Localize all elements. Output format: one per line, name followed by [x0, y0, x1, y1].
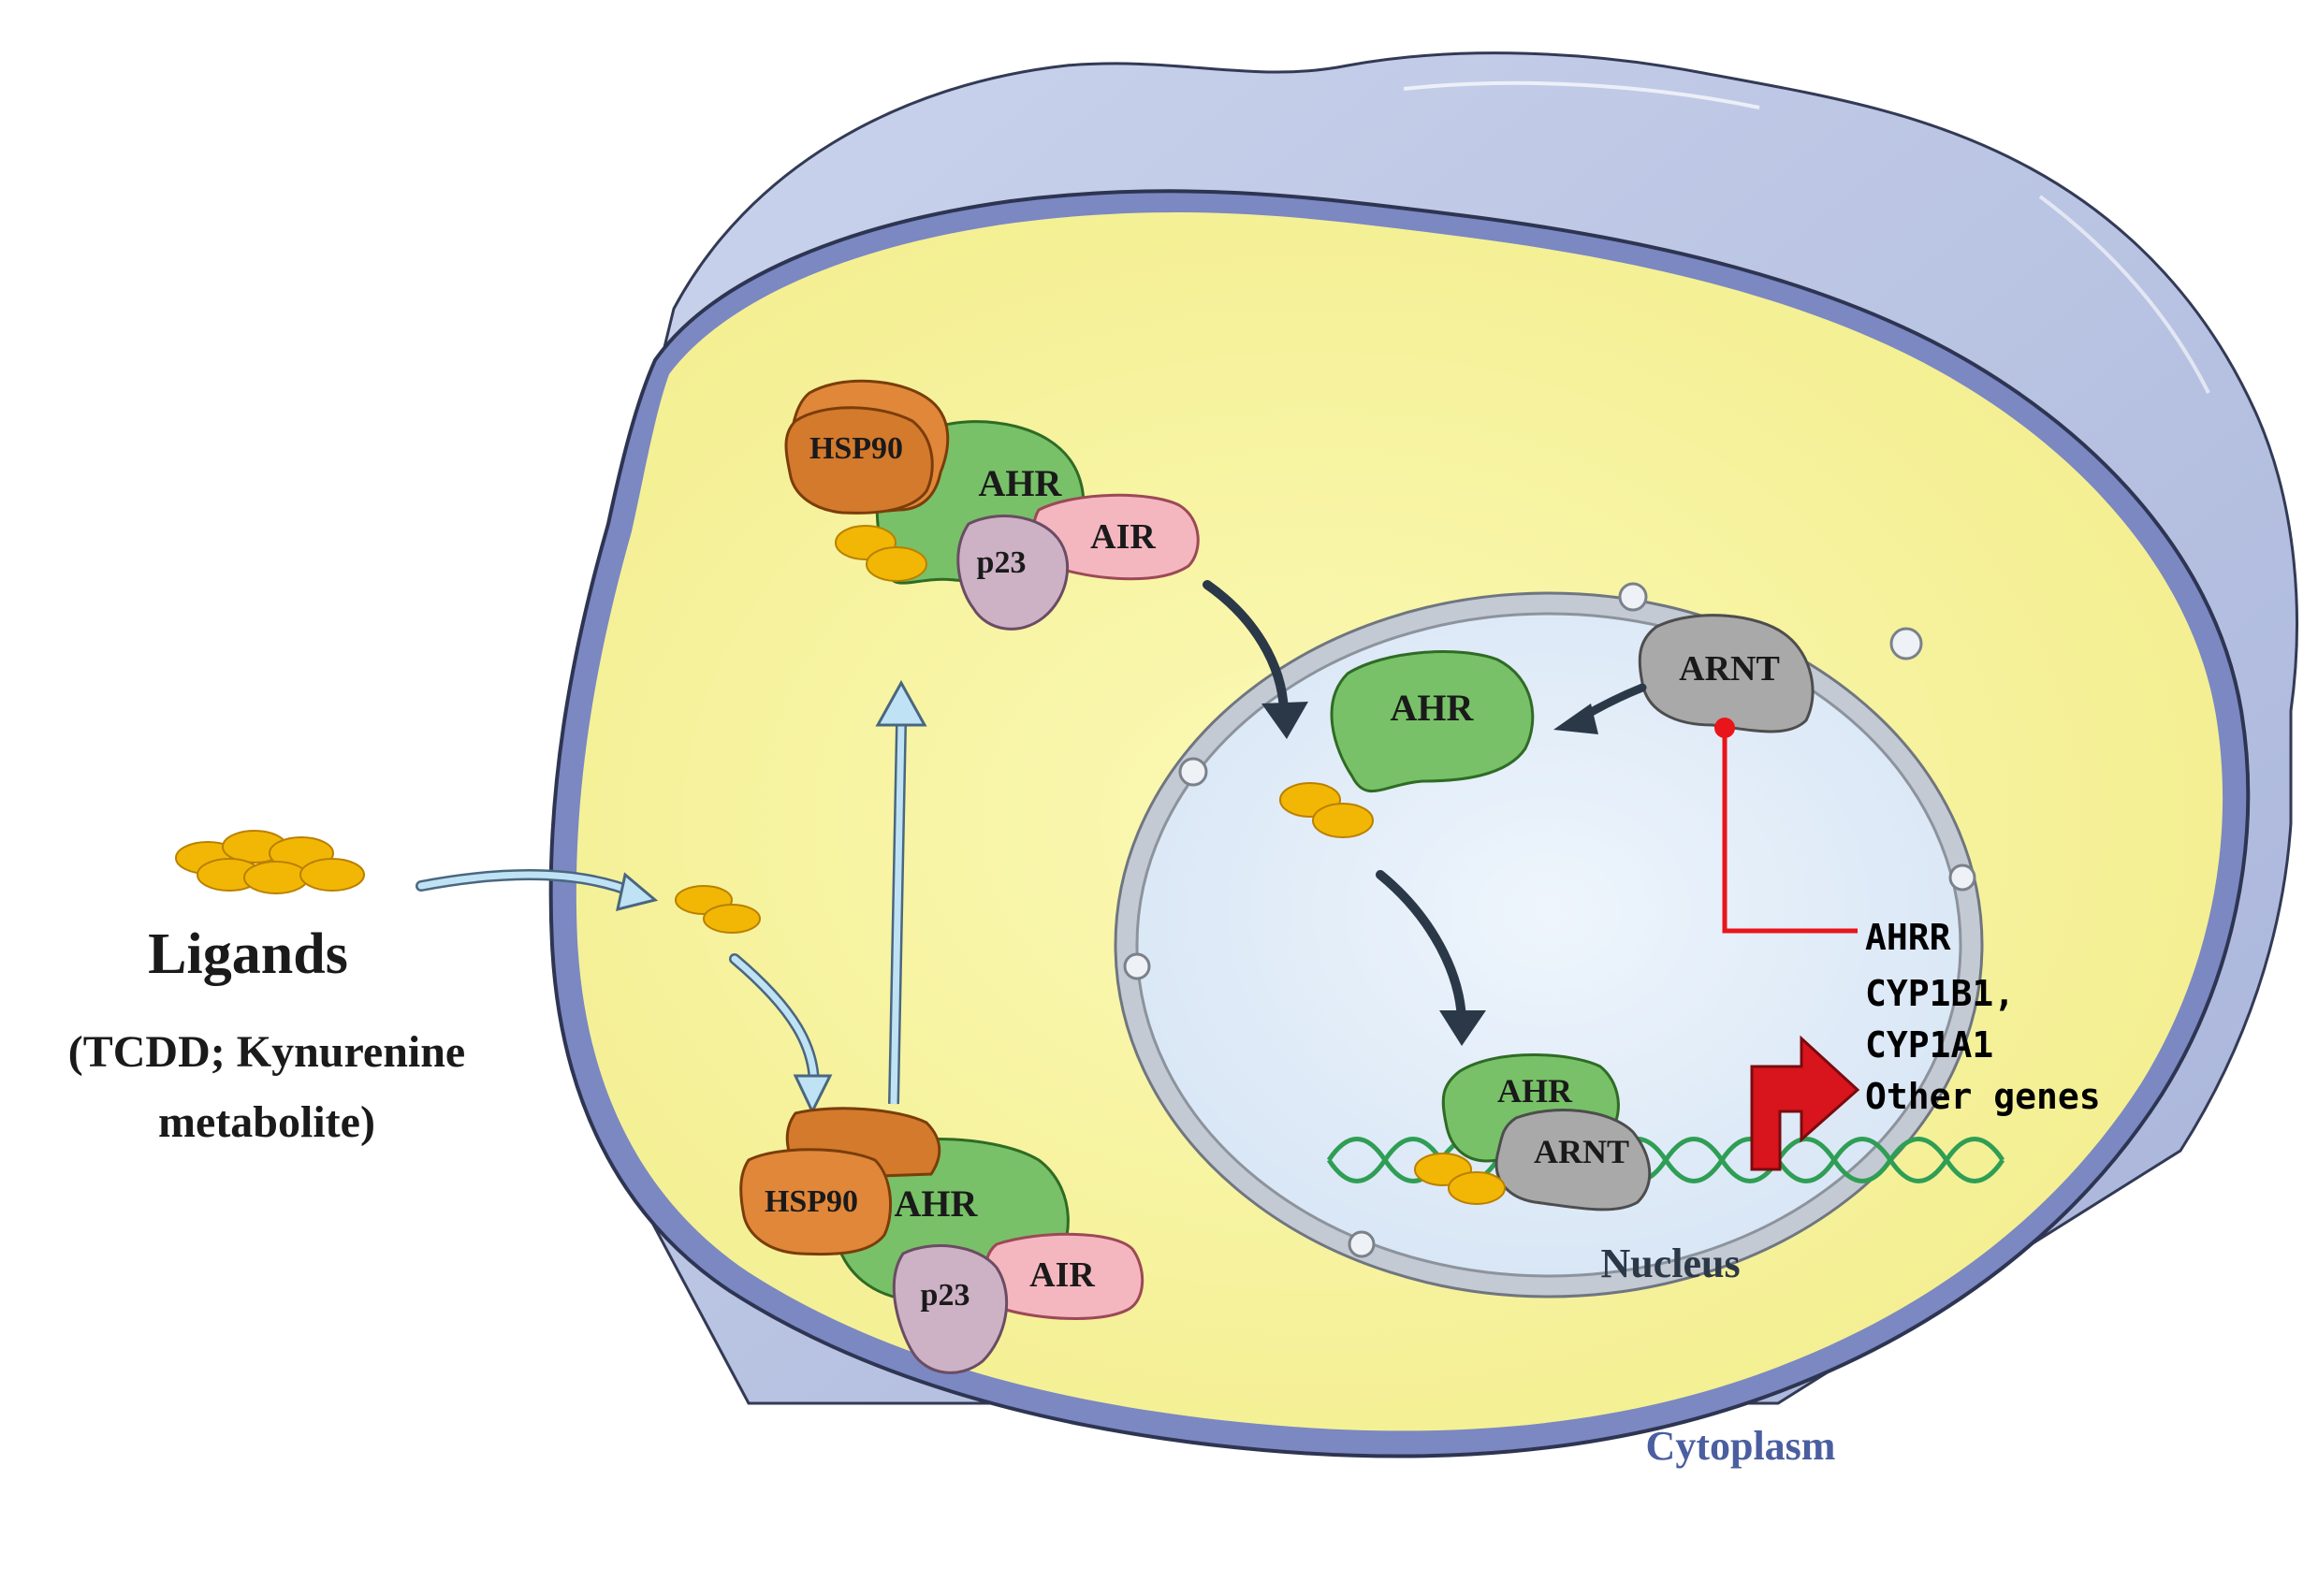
- dna-binding-arrow: [1376, 870, 1466, 1024]
- ahr-label: AHR: [1391, 687, 1475, 729]
- nuclear-pores: [1123, 582, 1976, 1258]
- dna-binding-arrowhead: [1439, 1010, 1486, 1046]
- ligand-binding-arrow: [731, 955, 818, 1089]
- hsp90-protein: [739, 1148, 893, 1256]
- upper-ahr-complex: HSP90 AHR AIR p23: [784, 379, 1200, 631]
- ligands-subtitle-line1: (TCDD; Kynurenine: [68, 1027, 465, 1077]
- target-gene-4: Other genes: [1865, 1076, 2101, 1117]
- ligand: [866, 546, 927, 582]
- nuclear-translocation-arrow: [1203, 580, 1289, 716]
- transcription-start-arrow: [1750, 1035, 1860, 1171]
- ahr-label: AHR: [979, 462, 1063, 504]
- ligand-pair: [675, 885, 761, 934]
- cytoplasm-label: Cytoplasm: [1646, 1423, 1836, 1469]
- ahr-protein: [1330, 650, 1535, 793]
- arnt-protein: [1494, 1109, 1652, 1212]
- membrane-highlight: [1403, 80, 1760, 109]
- ahr-label: AHR: [1497, 1072, 1573, 1110]
- inhibition-end-dot: [1714, 718, 1735, 738]
- air-label: AIR: [1029, 1255, 1095, 1295]
- ligand-binding-arrowhead: [793, 1074, 833, 1115]
- nuclear-ahr: AHR: [1279, 650, 1535, 838]
- ligand-entry-arrowhead: [616, 872, 659, 912]
- arnt-binding-arrowhead: [1553, 704, 1598, 734]
- dna-bound-complex: AHR ARNT: [1414, 1053, 1652, 1212]
- target-gene-3: CYP1A1: [1865, 1024, 1993, 1066]
- arnt-label: ARNT: [1534, 1133, 1629, 1170]
- hsp90-label: HSP90: [809, 431, 903, 466]
- ahr-label: AHR: [895, 1182, 979, 1225]
- hsp90-label: HSP90: [765, 1184, 858, 1219]
- membrane-highlight: [2038, 195, 2210, 394]
- p23-label: p23: [921, 1278, 970, 1313]
- ligand-entry-arrow: [417, 871, 640, 897]
- lower-ahr-complex: HSP90 AHR AIR p23: [739, 1107, 1144, 1374]
- ligand: [1448, 1171, 1506, 1205]
- ligand: [1312, 803, 1374, 838]
- activation-arrow-shaft: [890, 724, 905, 1105]
- hsp90-protein: [784, 406, 934, 515]
- p23-protein: [892, 1244, 1009, 1374]
- activation-arrowhead: [875, 679, 927, 727]
- target-gene-2: CYP1B1,: [1865, 973, 2015, 1014]
- p23-label: p23: [977, 545, 1027, 580]
- ligands-title: Ligands: [148, 922, 348, 986]
- nucleus-label: Nucleus: [1600, 1241, 1740, 1286]
- nuclear-arnt: ARNT: [1638, 614, 1815, 733]
- air-label: AIR: [1090, 517, 1156, 557]
- ahrr-inhibition-line: [1722, 728, 1858, 934]
- nuclear-translocation-arrowhead: [1261, 702, 1308, 739]
- ligand-cluster: [175, 830, 365, 894]
- p23-protein: [956, 515, 1070, 631]
- arnt-protein: [1638, 614, 1815, 733]
- arnt-label: ARNT: [1679, 649, 1780, 689]
- ligands-subtitle-line2: metabolite): [158, 1097, 375, 1147]
- target-gene-1: AHRR: [1865, 917, 1951, 958]
